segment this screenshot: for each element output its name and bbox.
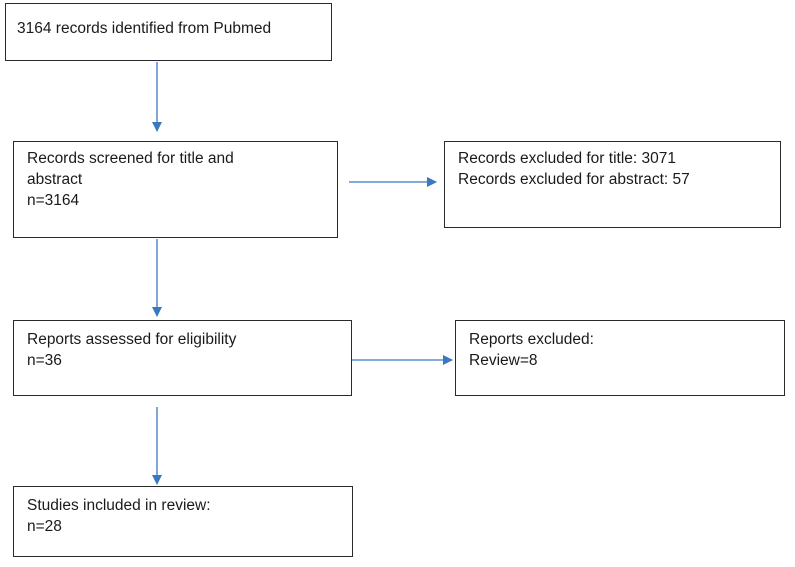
excluded-screening-box: Records excluded for title: 3071 Records…: [444, 141, 781, 228]
identification-text: 3164 records identified from Pubmed: [17, 20, 272, 37]
excluded-abstract-count: Records excluded for abstract: 57: [458, 171, 690, 188]
eligibility-count: n=36: [27, 352, 62, 369]
screening-text-line-2: abstract: [27, 171, 83, 188]
screening-box: Records screened for title and abstract …: [13, 141, 338, 238]
screening-text-line-1: Records screened for title and: [27, 150, 234, 167]
identification-box: 3164 records identified from Pubmed: [5, 3, 332, 61]
excluded-reports-text: Reports excluded:: [469, 331, 594, 348]
included-count: n=28: [27, 518, 62, 535]
screening-count: n=3164: [27, 192, 80, 209]
eligibility-box: Reports assessed for eligibility n=36: [13, 320, 352, 396]
included-box: Studies included in review: n=28: [13, 486, 353, 557]
eligibility-text: Reports assessed for eligibility: [27, 331, 237, 348]
excluded-title-count: Records excluded for title: 3071: [458, 150, 676, 167]
excluded-reports-count: Review=8: [469, 352, 538, 369]
included-text: Studies included in review:: [27, 497, 211, 514]
excluded-reports-box: Reports excluded: Review=8: [455, 320, 785, 396]
